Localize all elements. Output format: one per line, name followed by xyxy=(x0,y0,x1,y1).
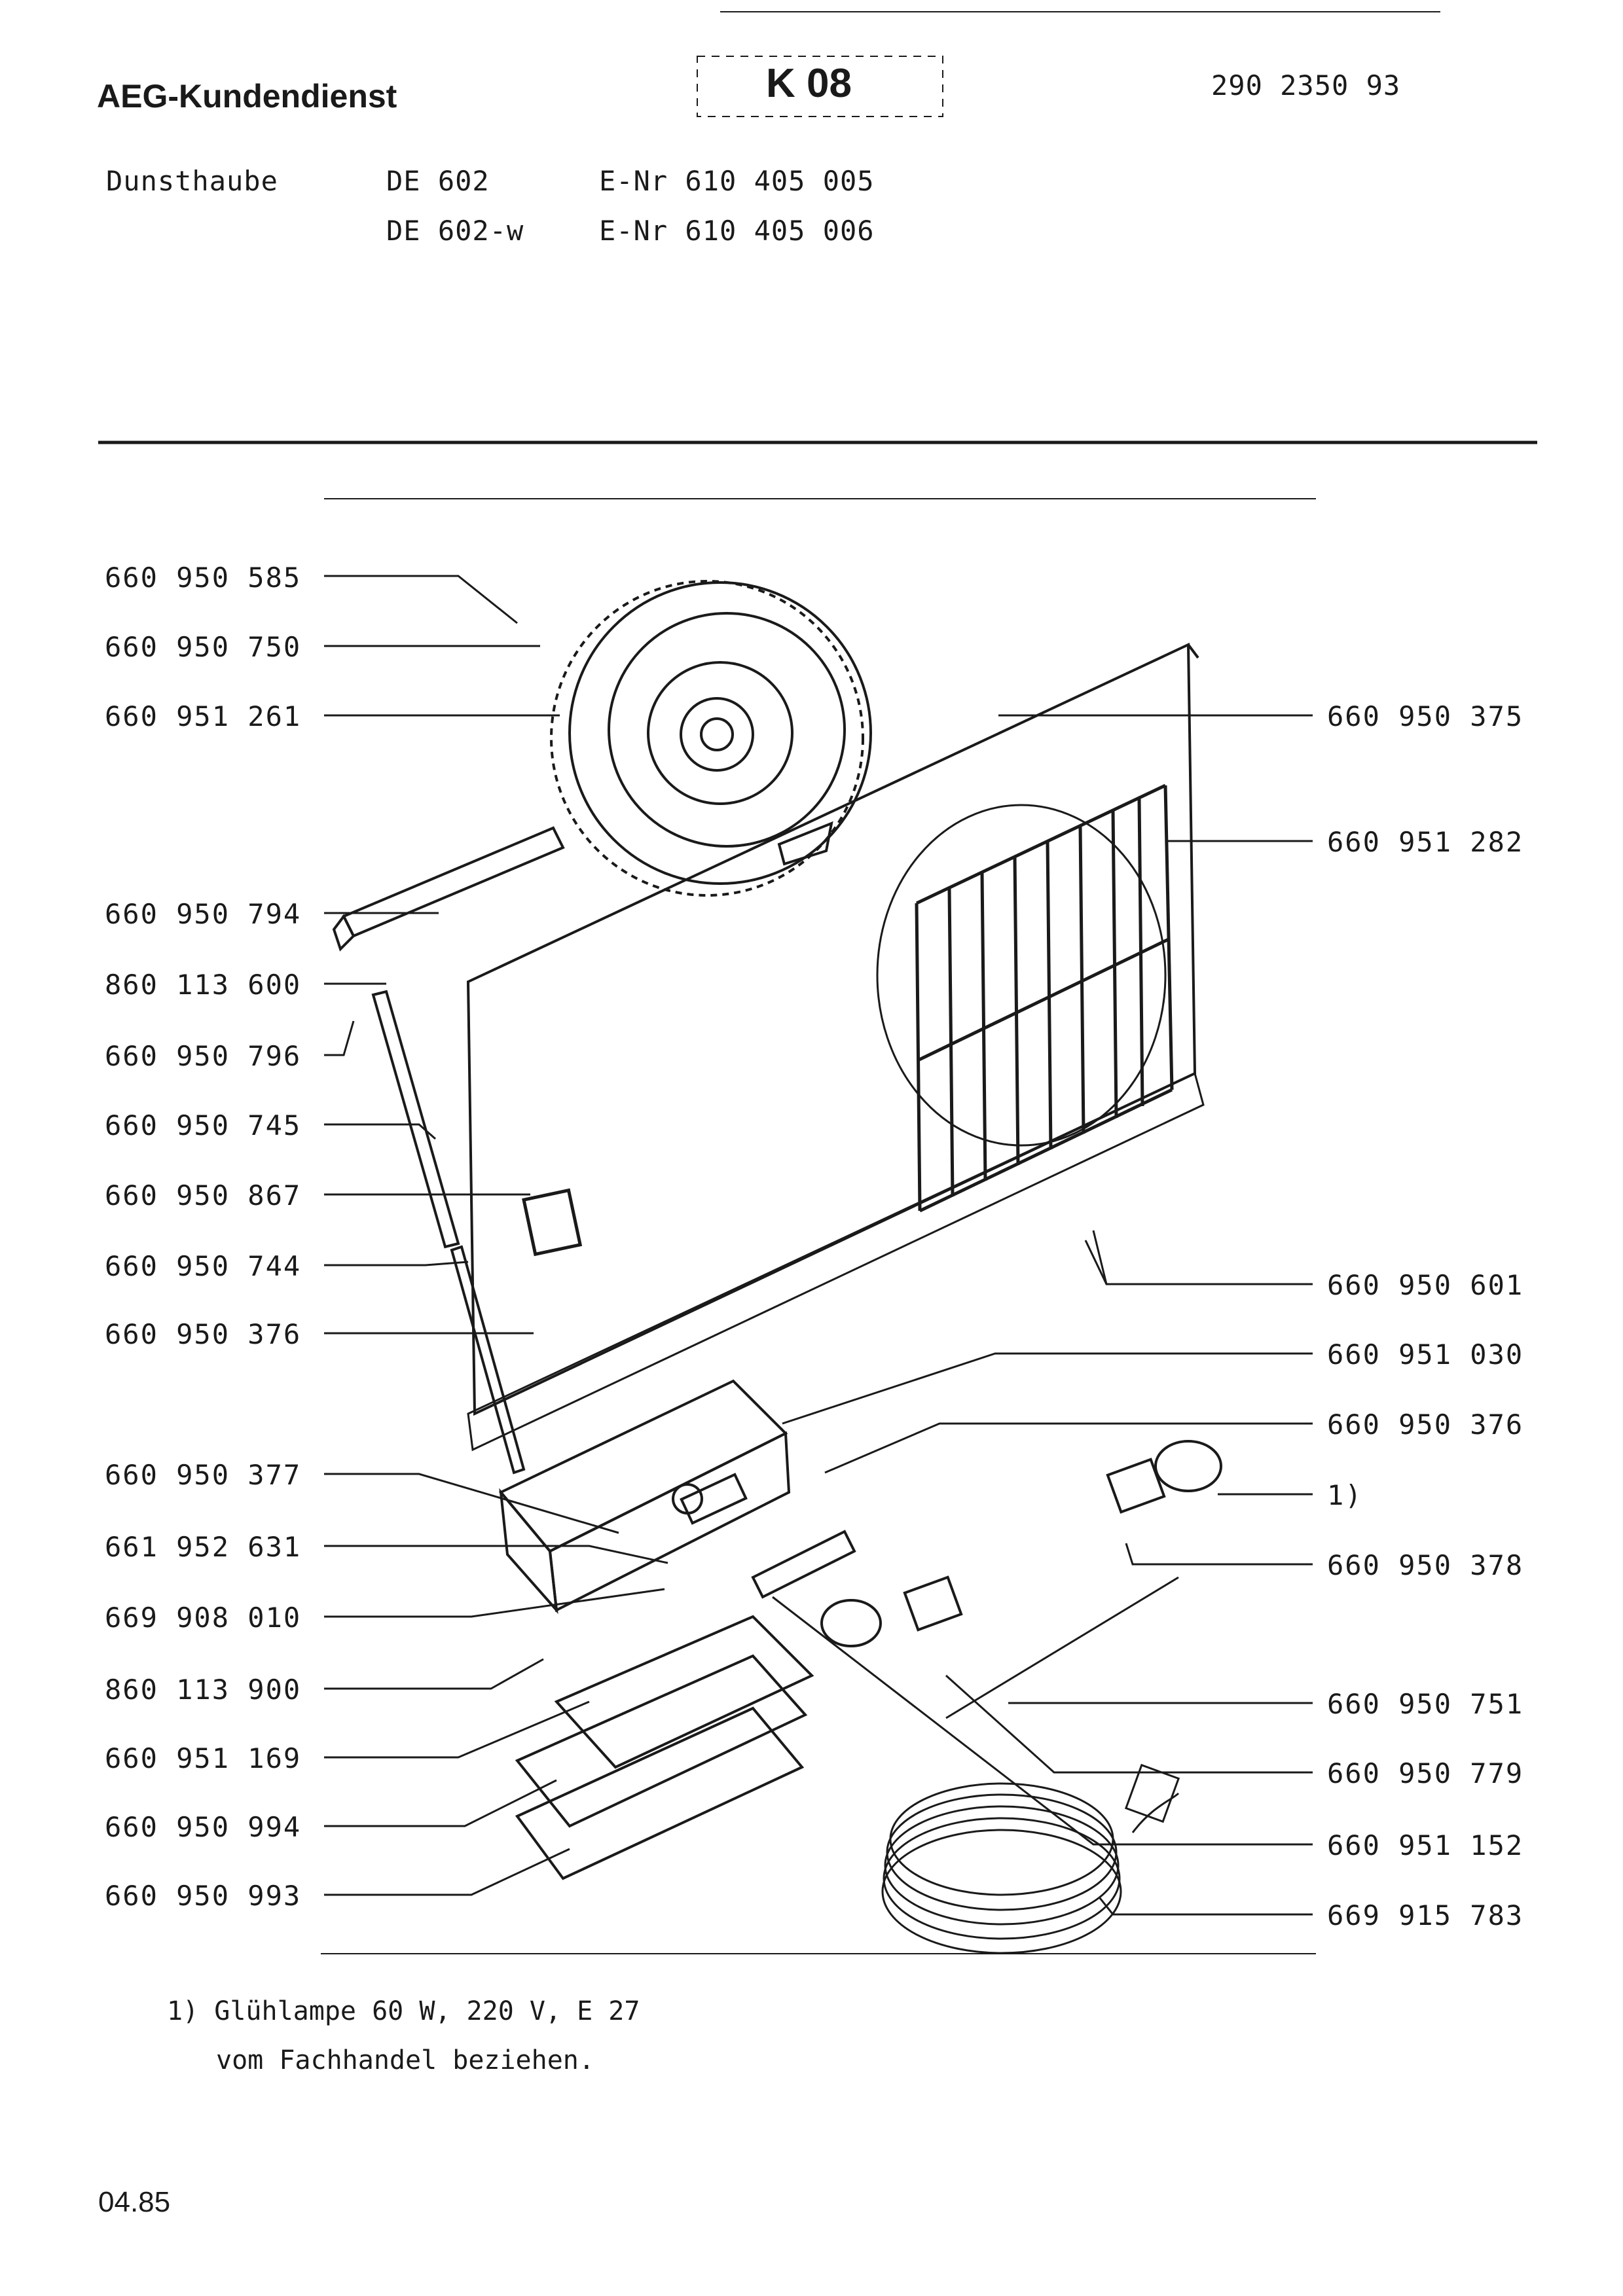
part-number: 860 113 900 xyxy=(105,1674,302,1706)
support-arm xyxy=(332,826,565,1475)
rocker-switch xyxy=(522,1188,583,1257)
part-number: 660 950 744 xyxy=(105,1250,302,1282)
footnote-ref: 1) xyxy=(1327,1479,1363,1511)
model-2: DE 602-w xyxy=(386,215,524,247)
model-1: DE 602 xyxy=(386,165,490,197)
enr-1: E-Nr 610 405 005 xyxy=(599,165,875,197)
part-number: 660 950 375 xyxy=(1327,700,1524,732)
part-number: 660 950 377 xyxy=(105,1459,302,1491)
part-number: 660 950 993 xyxy=(105,1880,302,1912)
grille xyxy=(876,783,1174,1213)
footnote-line-1: 1) Glühlampe 60 W, 220 V, E 27 xyxy=(167,1996,640,2026)
part-number: 660 951 261 xyxy=(105,700,302,732)
part-number: 660 950 794 xyxy=(105,898,302,930)
document-number: 290 2350 93 xyxy=(1211,69,1401,101)
part-number: 661 952 631 xyxy=(105,1531,302,1563)
terminal-housing xyxy=(498,1379,791,1615)
part-number: 660 950 994 xyxy=(105,1811,302,1843)
mounting-plates xyxy=(515,1615,814,1880)
part-number: 660 951 282 xyxy=(1327,826,1524,858)
footnote-line-2: vom Fachhandel beziehen. xyxy=(216,2045,594,2075)
part-number: 860 113 600 xyxy=(105,969,302,1001)
part-number: 660 950 376 xyxy=(1327,1408,1524,1441)
brand-title: AEG-Kundendienst xyxy=(97,78,397,115)
part-number: 660 950 779 xyxy=(1327,1757,1524,1789)
code-box xyxy=(697,56,943,117)
power-cord xyxy=(881,1576,1180,1954)
fan-wheel xyxy=(550,580,872,897)
part-number: 660 950 601 xyxy=(1327,1269,1524,1301)
part-number: 660 950 376 xyxy=(105,1318,302,1350)
part-number: 660 951 152 xyxy=(1327,1829,1524,1861)
part-number: 660 951 030 xyxy=(1327,1338,1524,1371)
part-number: 660 950 745 xyxy=(105,1109,302,1141)
part-number: 669 915 783 xyxy=(1327,1899,1524,1931)
part-number: 660 950 796 xyxy=(105,1040,302,1072)
lamp-assembly xyxy=(751,1440,1222,1647)
part-number: 669 908 010 xyxy=(105,1602,302,1634)
part-number: 660 951 169 xyxy=(105,1742,302,1774)
enr-2: E-Nr 610 405 006 xyxy=(599,215,875,247)
part-number: 660 950 867 xyxy=(105,1179,302,1211)
part-number: 660 950 751 xyxy=(1327,1688,1524,1720)
leader-lines xyxy=(324,575,1313,1916)
part-number: 660 950 585 xyxy=(105,562,302,594)
product-name: Dunsthaube xyxy=(106,165,278,197)
section-code: K 08 xyxy=(766,61,852,106)
part-number: 660 950 378 xyxy=(1327,1549,1524,1581)
part-number: 660 950 750 xyxy=(105,631,302,663)
back-panel xyxy=(466,642,1205,1452)
revision-date: 04.85 xyxy=(98,2186,171,2218)
